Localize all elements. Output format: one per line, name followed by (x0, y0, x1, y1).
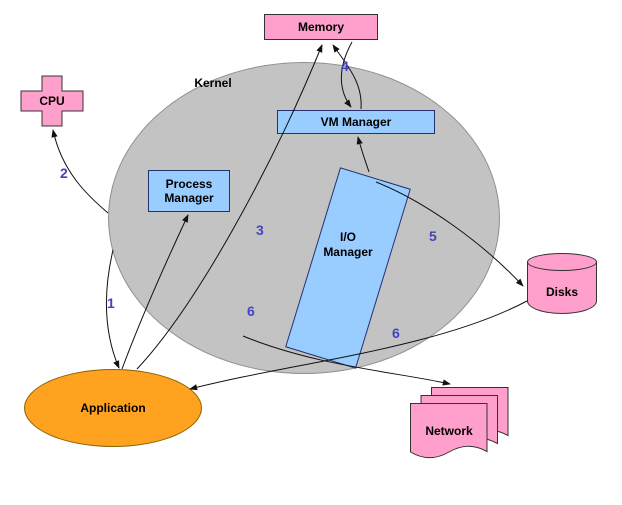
step-label-3: 3 (256, 222, 264, 238)
network-documents-shape (410, 387, 509, 459)
process-manager-node: Process Manager (148, 170, 230, 212)
step-label-6a: 6 (247, 303, 255, 319)
cpu-label: CPU (39, 94, 65, 108)
application-label: Application (80, 401, 146, 415)
step-label-5: 5 (429, 228, 437, 244)
step-label-1: 1 (107, 295, 115, 311)
memory-node: Memory (264, 14, 378, 40)
cpu-node: CPU (20, 75, 84, 127)
vm-manager-node: VM Manager (277, 110, 435, 134)
process-manager-label: Process Manager (164, 176, 214, 205)
network-node: Network (410, 386, 510, 470)
network-label: Network (425, 424, 473, 438)
disks-cylinder-top (527, 253, 597, 271)
cpu-cross-outline (20, 75, 84, 127)
step-label-4: 4 (341, 58, 349, 74)
cpu-cross-shape (20, 75, 84, 127)
step-label-6b: 6 (392, 325, 400, 341)
kernel-label: Kernel (194, 76, 232, 90)
memory-label: Memory (297, 19, 344, 34)
io-manager-label: I/O Manager (323, 230, 373, 259)
application-node: Application (24, 369, 202, 447)
disks-label: Disks (545, 285, 579, 299)
disks-node: Disks (527, 253, 597, 323)
step-label-2: 2 (60, 165, 68, 181)
vm-manager-label: VM Manager (320, 114, 392, 129)
network-document-front (410, 403, 488, 459)
